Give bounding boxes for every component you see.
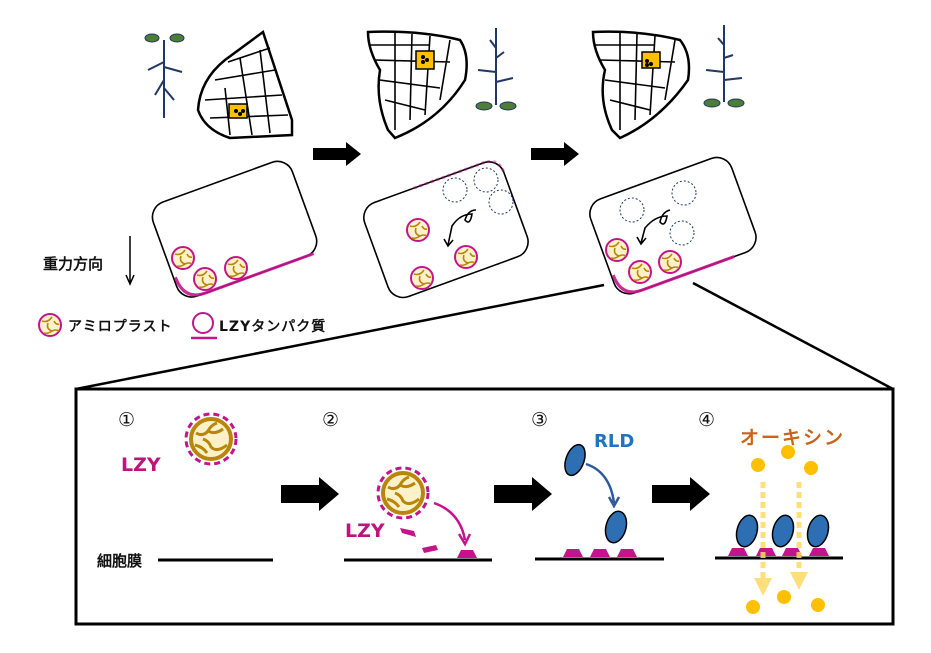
lzy-protein [422,545,438,553]
amyloplast [658,250,682,274]
amyloplast [410,266,434,290]
zoom-connector-line [692,281,894,391]
rld-label: RLD [594,431,635,452]
auxin-molecules-top [751,445,818,475]
auxin-label: オーキシン [740,427,846,449]
rld-protein [771,514,795,548]
step-number-4: ④ [698,409,716,431]
seedling-upright-icon [144,33,185,118]
rld-protein [564,443,586,477]
legend-lzy-icon [191,312,217,340]
legend-amyloplast-label: アミロプラスト [68,319,173,335]
step-number-1: ① [118,409,136,431]
amyloplast [406,218,430,242]
lzy-transfer-arrow [433,501,472,547]
auxin-flow-arrow [754,482,808,596]
rld-recruit-arrow [585,462,621,509]
lzy-protein [400,528,416,537]
lzy-label: LZY [345,520,385,542]
rld-protein [735,514,759,548]
root-cap-stage1 [196,29,294,140]
zoom-connector-line [75,283,605,391]
step-number-2: ② [322,409,340,431]
root-cap-stage3 [591,30,691,140]
gravity-arrow-icon [125,236,135,286]
stage-arrow-1 [313,142,361,166]
sedimentation-arrow [443,209,477,248]
legend-lzy-label: LZYタンパク質 [219,319,327,335]
auxin-molecules-bottom [746,590,825,614]
amyloplast [193,267,217,291]
columella-cell-2 [363,159,529,299]
step-number-3: ③ [531,409,549,431]
gravity-direction-label: 重力方向 [43,255,104,273]
root-cap-stage2 [366,30,468,140]
seedling-inverted-icon [703,25,745,108]
stage-arrow-2 [531,142,579,166]
amyloplast [224,256,248,280]
seedling-inverted-icon [475,28,517,111]
sedimentation-arrow [636,209,671,246]
amyloplast [171,246,195,270]
lzy-label: LZY [121,454,161,476]
rld-protein [604,510,628,544]
rld-protein [806,514,830,548]
amyloplast [605,238,629,262]
amyloplast [628,260,652,284]
amyloplast [454,245,478,269]
cell-membrane-label: 細胞膜 [97,552,143,570]
legend-amyloplast-icon [38,313,62,337]
